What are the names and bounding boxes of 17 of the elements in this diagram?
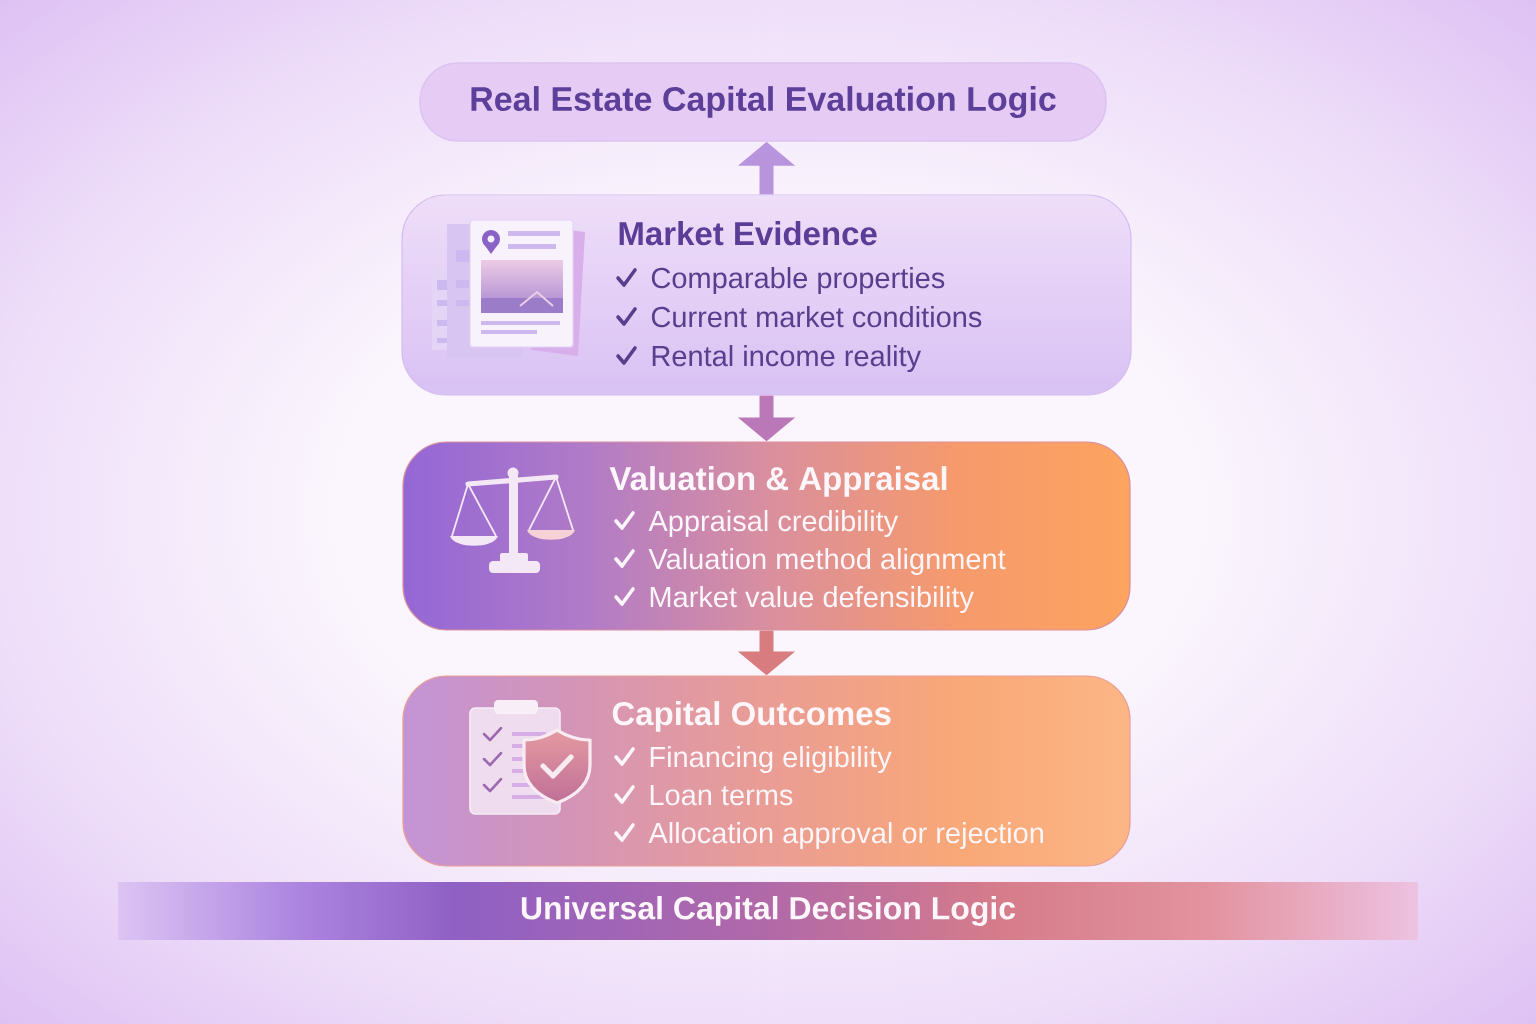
list-item: Comparable properties [651,267,945,295]
box-heading: Market Evidence [619,221,877,246]
stage-box [402,675,1131,867]
box-heading: Valuation & Appraisal [609,466,947,497]
banner-title: Universal Capital Decision Logic [521,896,1016,926]
list-item: Appraisal credibility [648,510,899,538]
list-item: Loan terms [650,785,793,806]
stage-box [402,441,1131,631]
list-item: Current market conditions [651,306,982,328]
list-item: Financing eligibility [650,746,892,774]
list-item: Rental income reality [652,345,922,373]
list-item: Valuation method alignment [648,548,1006,576]
list-item: Allocation approval or rejection [648,822,1043,850]
box-heading: Capital Outcomes [612,701,891,732]
stage-box [401,194,1132,396]
title-box: Real Estate Capital Evaluation Logic [419,62,1107,142]
list-item: Market value defensibility [650,586,974,614]
